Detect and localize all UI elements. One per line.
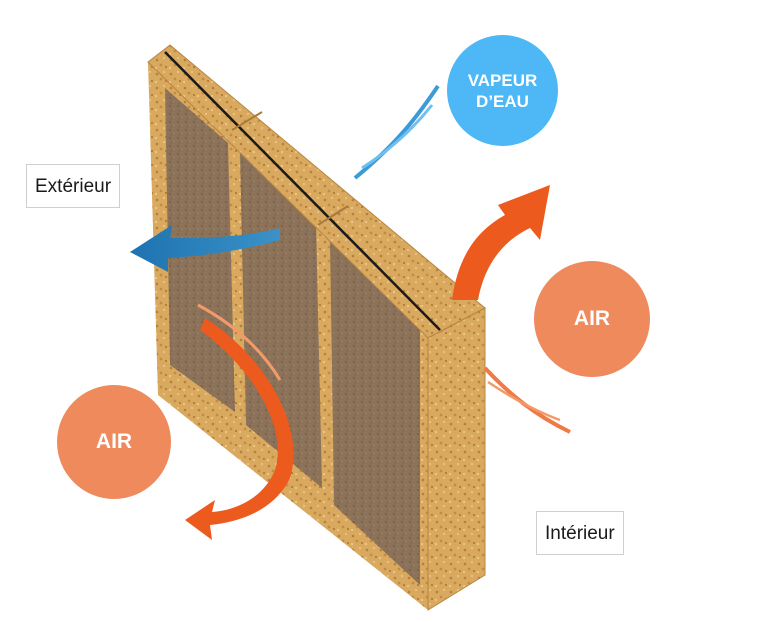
vapour-streak-2 [361, 104, 434, 170]
air-streak-right-2 [487, 380, 561, 422]
water-vapour-label-line1: VAPEUR [467, 70, 538, 90]
air-arrow-lower [185, 318, 294, 540]
wall-top-seam [164, 51, 441, 331]
insulation-panel-right [330, 236, 420, 585]
exterior-label: Extérieur [26, 164, 121, 208]
wall-side-face [427, 307, 486, 611]
interior-label: Intérieur [536, 511, 624, 555]
vapour-arrow [130, 225, 280, 272]
stud-joint-2 [317, 205, 349, 226]
air-bubble-left: AIR [57, 385, 171, 499]
water-vapour-label-line2: D’EAU [476, 91, 529, 111]
air-bubble-right: AIR [534, 261, 650, 377]
air-streak-right [483, 366, 571, 434]
stud-joint-1 [231, 111, 263, 131]
water-vapour-bubble: VAPEUR D’EAU [447, 35, 558, 146]
air-streak-left [197, 303, 282, 381]
air-arrow-upper [452, 185, 550, 300]
vapour-streak-1 [353, 84, 440, 180]
